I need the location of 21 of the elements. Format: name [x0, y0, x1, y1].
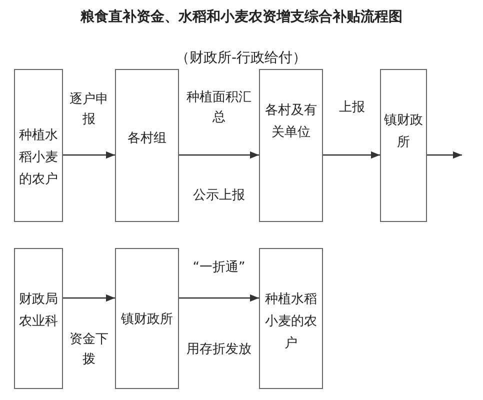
process-box: [259, 69, 323, 222]
arrow: [63, 294, 115, 302]
box-text: 镇财政所: [383, 112, 424, 152]
arrow: [427, 151, 462, 159]
process-box: [115, 248, 179, 389]
arrow: [323, 151, 380, 159]
box-text: 各村及有关单位: [264, 102, 318, 142]
process-box: [14, 69, 63, 222]
arrow: [179, 151, 259, 159]
box-text: 镇财政所: [120, 311, 174, 329]
box-text: 种植水稻小麦的农户: [18, 127, 59, 189]
arrow: [63, 151, 115, 159]
box-text: 种植水稻小麦的农户: [264, 291, 318, 353]
arrow: [179, 294, 259, 302]
box-text: 财政局农业科: [18, 291, 59, 331]
process-box: [115, 69, 179, 222]
process-box: [380, 69, 427, 222]
process-box: [259, 248, 323, 389]
box-text: 各村组: [126, 130, 168, 148]
title: 粮食直补资金、水稻和小麦农资增支综合补贴流程图: [79, 8, 404, 26]
process-box: [14, 248, 63, 389]
